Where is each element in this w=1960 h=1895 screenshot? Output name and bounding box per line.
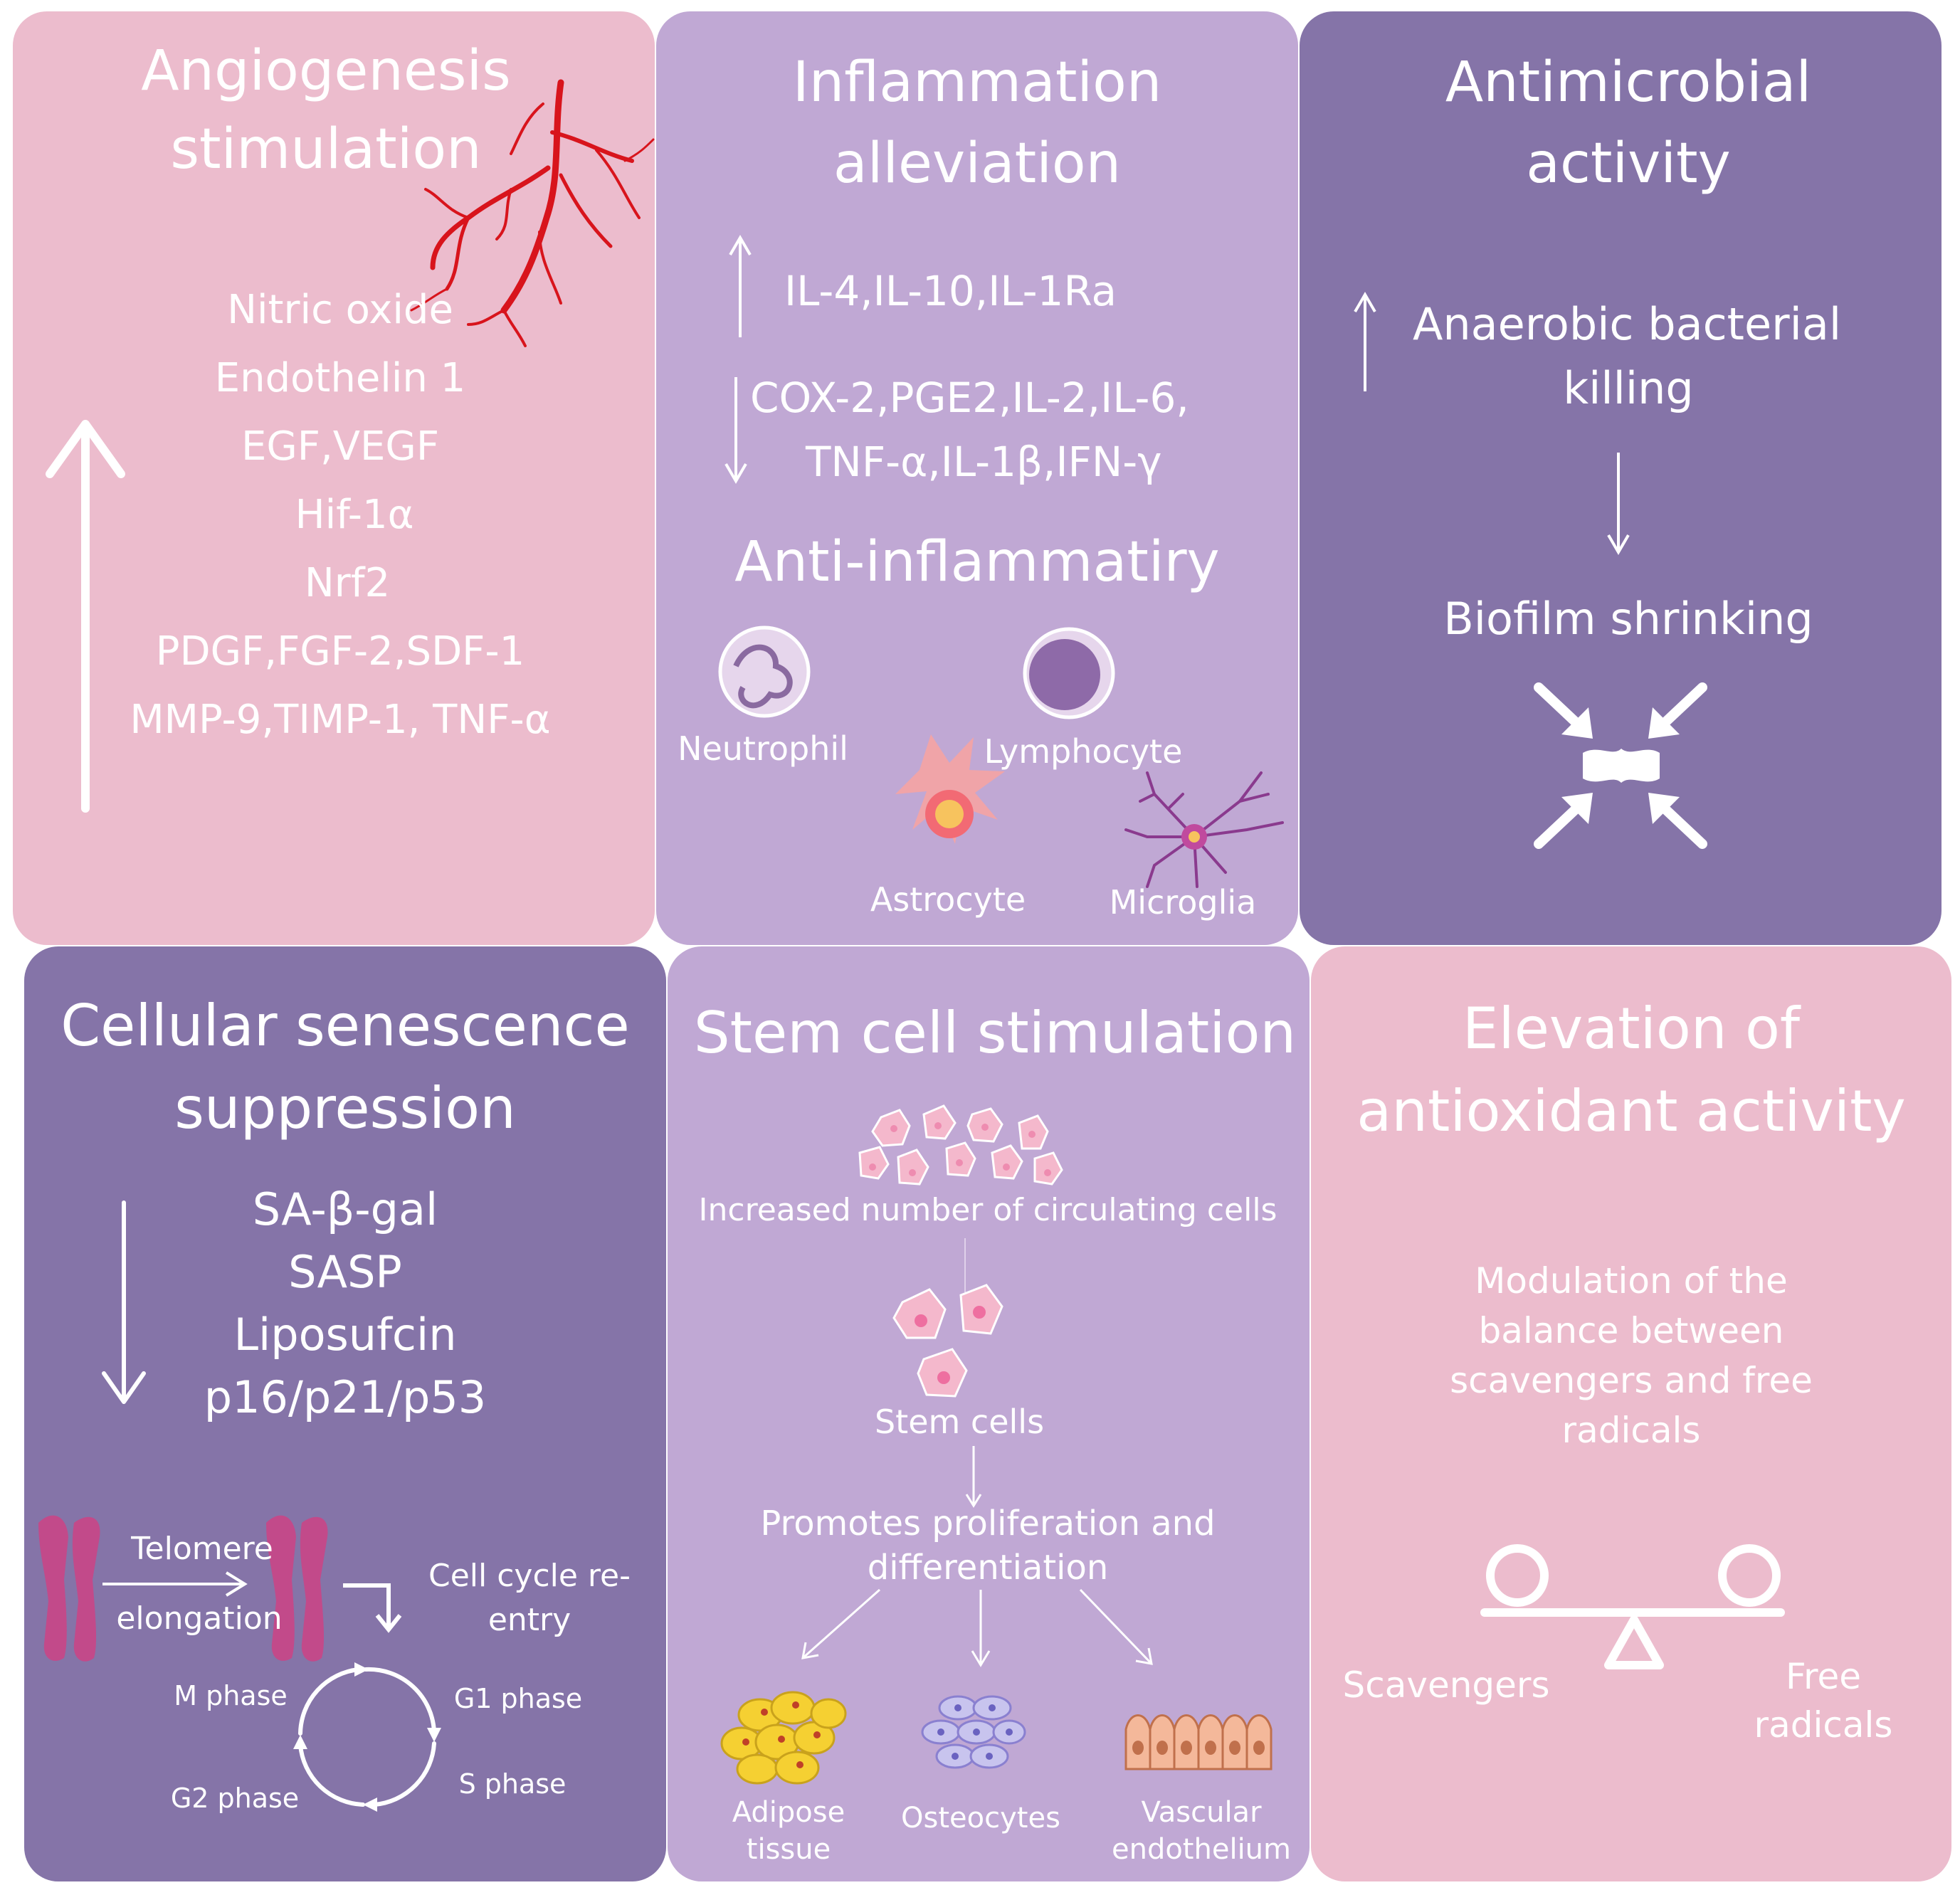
cell-label-lymphocyte: Lymphocyte — [984, 732, 1183, 771]
panel-stem-cell: Stem cell stimulation Increased number o… — [668, 946, 1310, 1881]
panel-senescence: Cellular senescence suppression SA-β-gal… — [24, 946, 666, 1881]
inflammation-down-text-line1: COX-2,PGE2,IL-2,IL-6, — [750, 374, 1189, 422]
up-arrow-icon — [1354, 292, 1630, 555]
target-label-adipose-line1: Adipose — [732, 1796, 845, 1829]
scale-label-free-line1: Free — [1785, 1656, 1862, 1697]
down-arrow-icon — [965, 1446, 982, 1508]
angiogenesis-title-line1: Angiogenesis — [141, 39, 511, 103]
telomere-label-line2: elongation — [116, 1600, 283, 1637]
osteocytes-icon — [921, 1695, 1026, 1769]
panel-antioxidant: Elevation of antioxidant activity Modula… — [1311, 946, 1951, 1881]
angiogenesis-item: Endothelin 1 — [214, 355, 466, 401]
senescence-item: SASP — [288, 1246, 402, 1298]
microglia-icon — [1124, 771, 1284, 888]
promotes-label-line1: Promotes proliferation and — [760, 1504, 1216, 1543]
angiogenesis-item: EGF,VEGF — [241, 423, 440, 470]
astrocyte-icon — [895, 734, 1005, 844]
phase-label-m: M phase — [174, 1680, 288, 1711]
inflammation-subtitle: Anti-inflammatiry — [734, 530, 1220, 594]
antimicrobial-title-line1: Antimicrobial — [1445, 51, 1812, 115]
lymphocyte-icon — [1023, 627, 1115, 719]
senescence-item: p16/p21/p53 — [204, 1371, 487, 1423]
scale-label-free-line2: radicals — [1754, 1704, 1893, 1746]
angiogenesis-item: PDGF,FGF-2,SDF-1 — [155, 628, 525, 675]
cell-cycle-label-line2: entry — [488, 1602, 571, 1638]
panel-angiogenesis: Angiogenesis stimulation Nitric oxide En… — [13, 11, 655, 945]
angiogenesis-item: Nitric oxide — [227, 287, 453, 333]
antioxidant-body-line: scavengers and free — [1450, 1360, 1813, 1401]
scale-label-scavengers: Scavengers — [1342, 1664, 1550, 1706]
neutrophil-icon — [718, 625, 811, 718]
angiogenesis-item: Hif-1α — [295, 492, 414, 538]
down-arrow-icon — [102, 1200, 146, 1404]
senescence-title-line2: suppression — [174, 1075, 516, 1141]
phase-label-g1: G1 phase — [453, 1683, 583, 1714]
angiogenesis-item: Nrf2 — [304, 560, 391, 606]
stem-cells-label: Stem cells — [874, 1403, 1045, 1441]
senescence-item: SA-β-gal — [252, 1183, 438, 1235]
promotes-label-line2: differentiation — [867, 1548, 1109, 1588]
right-arrow-icon — [102, 1571, 402, 1633]
chromosome-icon — [38, 1515, 328, 1662]
target-label-osteocytes: Osteocytes — [901, 1802, 1060, 1835]
balance-scale-icon — [1480, 1544, 1785, 1669]
target-label-vascular-line2: endothelium — [1111, 1833, 1291, 1866]
antioxidant-title-line2: antioxidant activity — [1356, 1078, 1906, 1144]
antimicrobial-result: Biofilm shrinking — [1443, 593, 1813, 645]
up-arrow-icon — [46, 420, 125, 813]
cell-cycle-label-line1: Cell cycle re- — [428, 1558, 631, 1594]
inflammation-title-line1: Inflammation — [792, 51, 1162, 115]
stem-cells-icon — [892, 1284, 1003, 1398]
biofilm-shrink-icon — [1534, 682, 1707, 849]
antioxidant-body-line: radicals — [1561, 1410, 1701, 1451]
stem-cell-title: Stem cell stimulation — [693, 1000, 1297, 1066]
cell-cycle-icon — [293, 1662, 441, 1812]
antioxidant-body-line: Modulation of the — [1475, 1260, 1788, 1302]
senescence-title-line1: Cellular senescence — [60, 993, 630, 1059]
antimicrobial-up-text-line2: killing — [1563, 362, 1694, 414]
angiogenesis-title-line2: stimulation — [170, 117, 482, 181]
cell-label-neutrophil: Neutrophil — [678, 729, 848, 768]
panel-inflammation: Inflammation alleviation IL-4,IL-10,IL-1… — [656, 11, 1298, 945]
telomere-label-line1: Telomere — [131, 1531, 273, 1567]
cell-label-astrocyte: Astrocyte — [870, 880, 1026, 919]
inflammation-up-text: IL-4,IL-10,IL-1Ra — [784, 267, 1117, 315]
up-arrow-icon — [725, 235, 752, 484]
senescence-item: Liposufcin — [233, 1309, 457, 1361]
inflammation-title-line2: alleviation — [833, 132, 1122, 196]
panel-antimicrobial: Antimicrobial activity Anaerobic bacteri… — [1300, 11, 1941, 945]
antioxidant-body-line: balance between — [1478, 1310, 1784, 1351]
circulating-cells-label: Increased number of circulating cells — [698, 1192, 1277, 1228]
antimicrobial-up-text-line1: Anaerobic bacterial — [1412, 298, 1842, 350]
angiogenesis-item: MMP-9,TIMP-1, TNF-α — [130, 697, 551, 743]
circulating-cells-icon — [858, 1104, 1063, 1186]
target-label-adipose-line2: tissue — [746, 1833, 831, 1866]
branch-arrows-icon — [801, 1588, 1153, 1667]
cell-label-microglia: Microglia — [1109, 883, 1257, 922]
blood-vessel-icon — [410, 79, 655, 347]
vascular-endothelium-icon — [1124, 1714, 1273, 1770]
phase-label-s: S phase — [458, 1768, 567, 1800]
inflammation-down-text-line2: TNF-α,IL-1β,IFN-γ — [806, 438, 1162, 486]
target-label-vascular-line1: Vascular — [1141, 1796, 1262, 1829]
up-arrow-icon — [964, 1238, 966, 1292]
antimicrobial-title-line2: activity — [1526, 132, 1731, 196]
adipose-tissue-icon — [720, 1691, 847, 1785]
antioxidant-title-line1: Elevation of — [1462, 996, 1801, 1062]
phase-label-g2: G2 phase — [170, 1783, 300, 1814]
